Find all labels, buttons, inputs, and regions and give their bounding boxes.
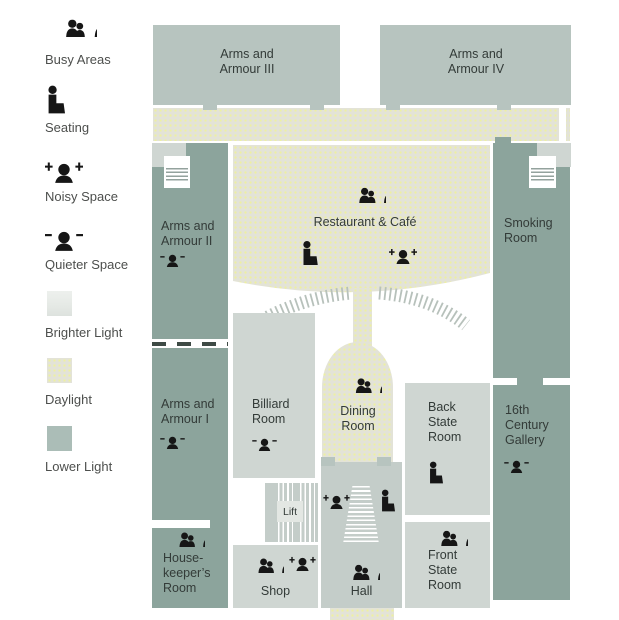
hall-entrance	[330, 608, 394, 620]
door	[203, 104, 217, 110]
busy-areas-icon	[162, 527, 205, 547]
corridor-slot	[559, 108, 566, 141]
busy-areas-icon	[341, 182, 386, 203]
room-arms-armour-1	[152, 348, 228, 520]
room-label-arms-armour-2: Arms and Armour II	[161, 219, 215, 248]
room-label-front-state: Front State Room	[428, 548, 462, 592]
busy-areas-icon	[335, 559, 380, 580]
quieter-space-icon	[160, 435, 185, 449]
opening	[152, 520, 228, 528]
room-label-restaurant-cafe: Restaurant & Café	[313, 215, 417, 229]
door	[497, 104, 511, 110]
room-16th-century-gallery	[493, 385, 570, 600]
room-shop	[233, 545, 318, 608]
stairs-icon	[531, 168, 554, 182]
lower-light-swatch	[47, 426, 72, 451]
noisy-space-icon	[389, 248, 417, 264]
corridor-dining-link	[353, 288, 372, 348]
legend-label-brighter-light: Brighter Light	[45, 325, 123, 340]
noisy-space-icon	[323, 494, 350, 509]
legend-label-busy-areas: Busy Areas	[45, 52, 111, 67]
room-label-billiard: Billiard Room	[252, 397, 290, 426]
colonnade-icon	[241, 286, 471, 336]
daylight-swatch	[47, 358, 72, 383]
room-label-arms-armour-3: Arms and Armour III	[219, 47, 275, 76]
stairs-icon	[300, 483, 315, 542]
door	[310, 104, 324, 110]
door	[377, 457, 391, 466]
seating-icon	[46, 85, 65, 114]
room-label-smoking: Smoking Room	[504, 216, 553, 245]
room-label-arms-armour-4: Arms and Armour IV	[447, 47, 505, 76]
room-arms-armour-4	[380, 25, 571, 105]
door	[321, 457, 335, 466]
quieter-space-icon	[160, 253, 185, 267]
room-billiard	[233, 313, 315, 478]
door	[210, 518, 228, 528]
room-label-16th-century-gallery: 16th Century Gallery	[505, 403, 549, 447]
busy-areas-icon	[423, 525, 468, 546]
seating-icon	[428, 460, 443, 485]
room-label-dining: Dining Room	[340, 404, 376, 433]
quieter-space-icon	[504, 459, 529, 473]
brighter-light-swatch	[47, 291, 72, 316]
legend-label-noisy-space: Noisy Space	[45, 189, 118, 204]
legend-label-quieter-space: Quieter Space	[45, 257, 129, 272]
noisy-space-icon	[289, 556, 316, 571]
room-back-state	[405, 383, 490, 515]
legend-label-lower-light: Lower Light	[45, 459, 113, 474]
corridor-top	[153, 108, 570, 141]
door	[386, 104, 400, 110]
seating-icon	[380, 488, 395, 513]
room-label-hall: Hall	[350, 584, 373, 598]
busy-areas-icon	[45, 13, 97, 37]
quieter-space-icon	[252, 437, 277, 451]
legend-label-seating: Seating	[45, 120, 90, 135]
room-arms-armour-3	[153, 25, 340, 105]
noisy-space-icon	[45, 161, 83, 183]
room-label-shop: Shop	[260, 584, 291, 598]
busy-areas-icon	[241, 553, 284, 573]
room-dining	[322, 342, 393, 462]
door	[495, 137, 511, 145]
room-restaurant-cafe	[233, 145, 490, 293]
room-label-arms-armour-1: Arms and Armour I	[161, 397, 215, 426]
room-label-housekeepers: House-keeper’s Room	[163, 551, 211, 595]
quieter-space-icon	[45, 229, 83, 251]
busy-areas-icon	[338, 373, 382, 393]
legend-label-daylight: Daylight	[45, 392, 92, 407]
room-label-back-state: Back State Room	[428, 400, 462, 444]
seating-icon	[301, 241, 318, 265]
door	[517, 376, 543, 386]
dashed-wall-icon	[152, 342, 228, 346]
stairs-icon	[166, 168, 188, 182]
lift-label: Lift	[277, 501, 303, 522]
